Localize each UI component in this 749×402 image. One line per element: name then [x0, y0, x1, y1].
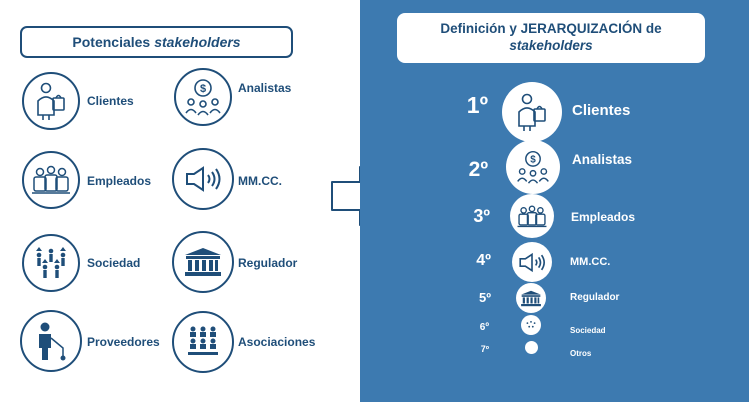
rank-label-2: Analistas: [572, 152, 633, 167]
megaphone-icon: [172, 148, 234, 210]
others-dot-icon: [525, 341, 538, 354]
people-arrows-icon: [22, 234, 80, 292]
rank-5: 5º: [479, 290, 491, 305]
people-arrows-icon: [521, 315, 541, 335]
left-label-proveedores: Proveedores: [87, 335, 160, 349]
supplier-icon: [20, 310, 82, 372]
employees-icon: [510, 194, 554, 238]
rank-label-7: Otros: [570, 349, 592, 358]
rank-2: 2º: [468, 158, 488, 181]
rank-1: 1º: [466, 92, 488, 118]
ranking-panel: [360, 0, 749, 402]
money-group-icon: $: [174, 68, 232, 126]
left-label-analistas: Analistas: [238, 81, 292, 95]
left-label-asociaciones: Asociaciones: [238, 335, 316, 349]
title-italic: stakeholders: [154, 34, 241, 50]
left-label-mmcc: MM.CC.: [238, 174, 282, 188]
shopping-person-icon: [502, 82, 562, 142]
left-label-regulador: Regulador: [238, 256, 298, 270]
government-building-icon: [172, 231, 234, 293]
svg-text:$: $: [200, 83, 206, 95]
left-label-empleados: Empleados: [87, 174, 152, 188]
title-plain: Potenciales: [72, 34, 151, 50]
shopping-person-icon: [22, 72, 80, 130]
employees-icon: [22, 151, 80, 209]
ranking-title-line1: Definición y JERARQUIZACIÓN de: [440, 21, 662, 36]
rank-label-3: Empleados: [571, 210, 636, 224]
association-icon: [172, 311, 234, 373]
ranking-title: Definición y JERARQUIZACIÓN de stakehold…: [397, 13, 705, 63]
svg-text:$: $: [530, 155, 536, 166]
rank-6: 6º: [479, 322, 489, 333]
rank-label-5: Regulador: [570, 292, 620, 303]
left-label-sociedad: Sociedad: [87, 256, 141, 270]
rank-7: 7º: [480, 344, 489, 354]
rank-label-4: MM.CC.: [570, 256, 611, 268]
rank-label-1: Clientes: [572, 102, 631, 119]
government-building-icon: [516, 283, 546, 313]
ranking-title-line2: stakeholders: [509, 38, 593, 53]
rank-label-6: Sociedad: [570, 326, 606, 335]
megaphone-icon: [512, 242, 552, 282]
rank-3: 3º: [473, 206, 490, 226]
money-group-icon: $: [506, 140, 560, 194]
rank-4: 4º: [476, 252, 491, 269]
potential-stakeholders-title: Potenciales stakeholders: [20, 26, 293, 58]
left-label-clientes: Clientes: [87, 94, 134, 108]
